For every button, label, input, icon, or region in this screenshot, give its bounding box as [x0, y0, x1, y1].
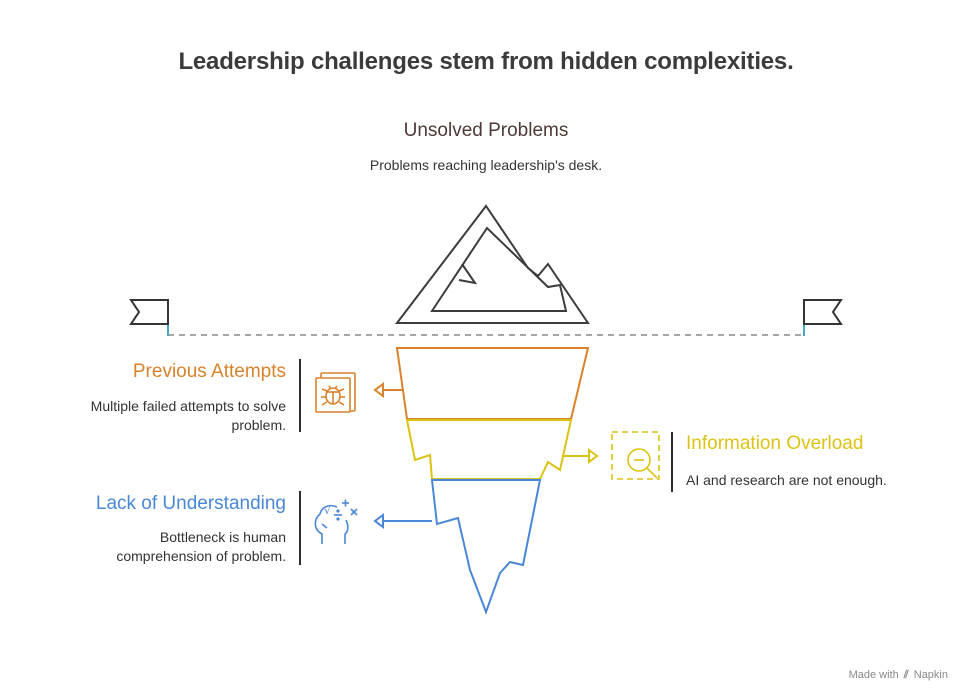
layer-information-overload — [405, 419, 573, 480]
made-with-napkin[interactable]: Made with ⫽ Napkin — [849, 669, 948, 682]
napkin-brand-label: Napkin — [913, 669, 948, 681]
layer-previous-attempts — [395, 347, 590, 420]
information-overload-heading: Information Overload — [686, 433, 864, 454]
napkin-logo-icon: ⫽ — [903, 669, 909, 681]
lack-of-understanding-description: Bottleneck is human comprehension of pro… — [116, 529, 286, 564]
svg-text:√: √ — [324, 504, 332, 517]
unsolved-problems-description: Problems reaching leadership's desk. — [369, 157, 603, 173]
magnifier-icon — [611, 431, 660, 480]
left-flag-icon — [129, 299, 169, 336]
previous-attempts-description: Multiple failed attempts to solve proble… — [90, 398, 286, 433]
layer-lack-of-understanding — [430, 479, 542, 615]
lack-of-understanding-heading: Lack of Understanding — [95, 493, 286, 514]
arrow-information-overload — [562, 448, 599, 464]
information-overload-description: AI and research are not enough. — [686, 472, 887, 488]
made-with-label: Made with — [848, 669, 899, 681]
arrow-lack-of-understanding — [373, 513, 432, 529]
iceberg-tip — [394, 204, 590, 324]
page-title: Leadership challenges stem from hidden c… — [178, 48, 794, 75]
head-math-icon: √ — [314, 499, 358, 544]
bug-icon — [315, 372, 356, 413]
right-flag-icon — [803, 299, 843, 336]
arrow-previous-attempts — [373, 382, 403, 398]
unsolved-problems-heading: Unsolved Problems — [403, 120, 569, 141]
previous-attempts-heading: Previous Attempts — [132, 361, 286, 382]
